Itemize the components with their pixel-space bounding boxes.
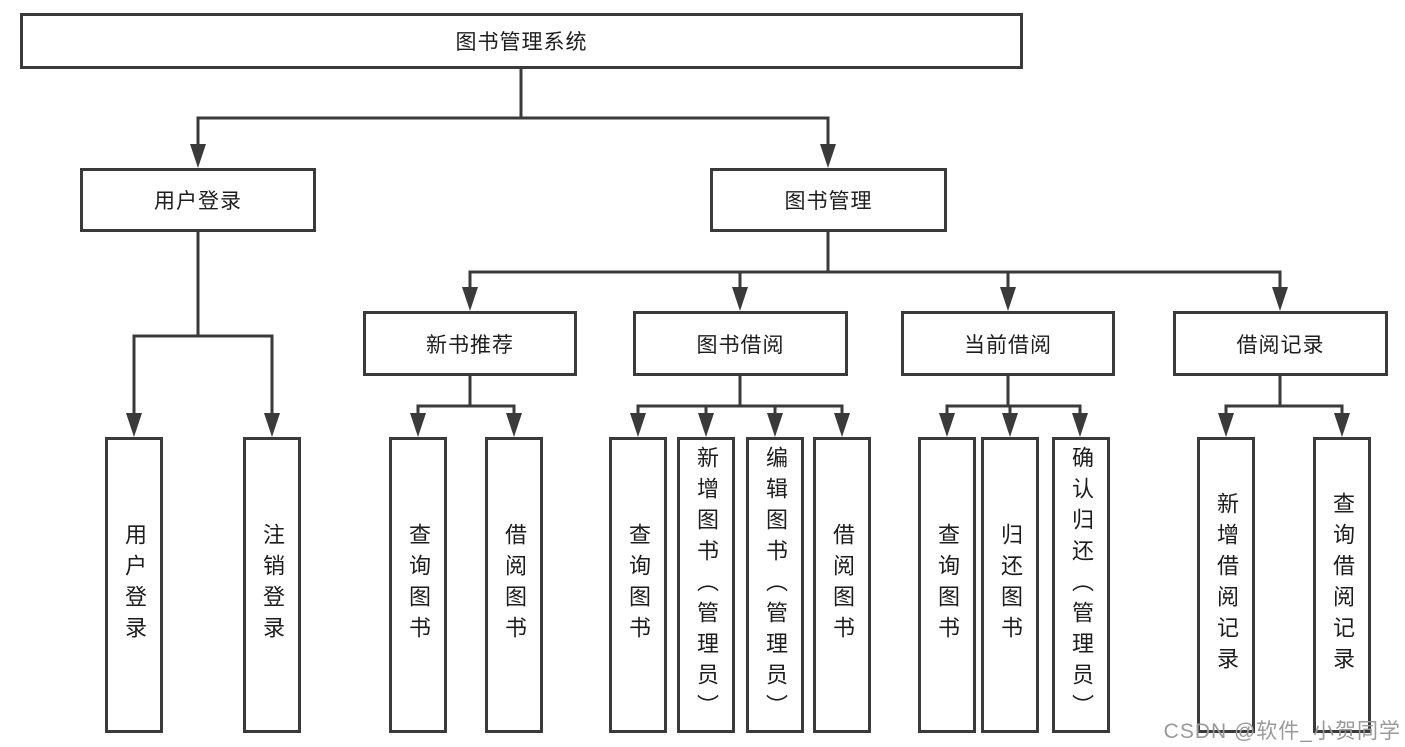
node-leaf-query-books-borrowing: 查询图书 — [609, 437, 667, 733]
node-leaf-borrow-books-borrowing: 借阅图书 — [813, 437, 871, 733]
node-leaf-logout: 注销登录 — [243, 437, 301, 733]
node-book-borrowing: 图书借阅 — [633, 311, 848, 376]
node-leaf-add-book-admin: 新增图书（管理员） — [677, 437, 735, 733]
node-leaf-query-books-current: 查询图书 — [918, 437, 976, 733]
node-leaf-user-login: 用户登录 — [105, 437, 163, 733]
node-current-borrowing: 当前借阅 — [901, 311, 1115, 376]
csdn-watermark: CSDN @软件_小贺同学 — [1163, 720, 1401, 743]
node-leaf-query-books-recommend: 查询图书 — [389, 437, 447, 733]
node-leaf-edit-book-admin: 编辑图书（管理员） — [746, 437, 804, 733]
node-leaf-borrow-books-recommend: 借阅图书 — [485, 437, 543, 733]
node-leaf-confirm-return-admin: 确认归还（管理员） — [1052, 437, 1110, 733]
node-leaf-add-borrow-record: 新增借阅记录 — [1197, 437, 1255, 733]
node-borrowing-records: 借阅记录 — [1173, 311, 1388, 376]
node-leaf-return-books: 归还图书 — [981, 437, 1039, 733]
node-library-system: 图书管理系统 — [20, 13, 1023, 69]
node-new-book-recommend: 新书推荐 — [363, 311, 577, 376]
node-user-login: 用户登录 — [80, 168, 316, 232]
node-leaf-query-borrow-record: 查询借阅记录 — [1313, 437, 1371, 733]
node-book-management: 图书管理 — [710, 168, 947, 232]
